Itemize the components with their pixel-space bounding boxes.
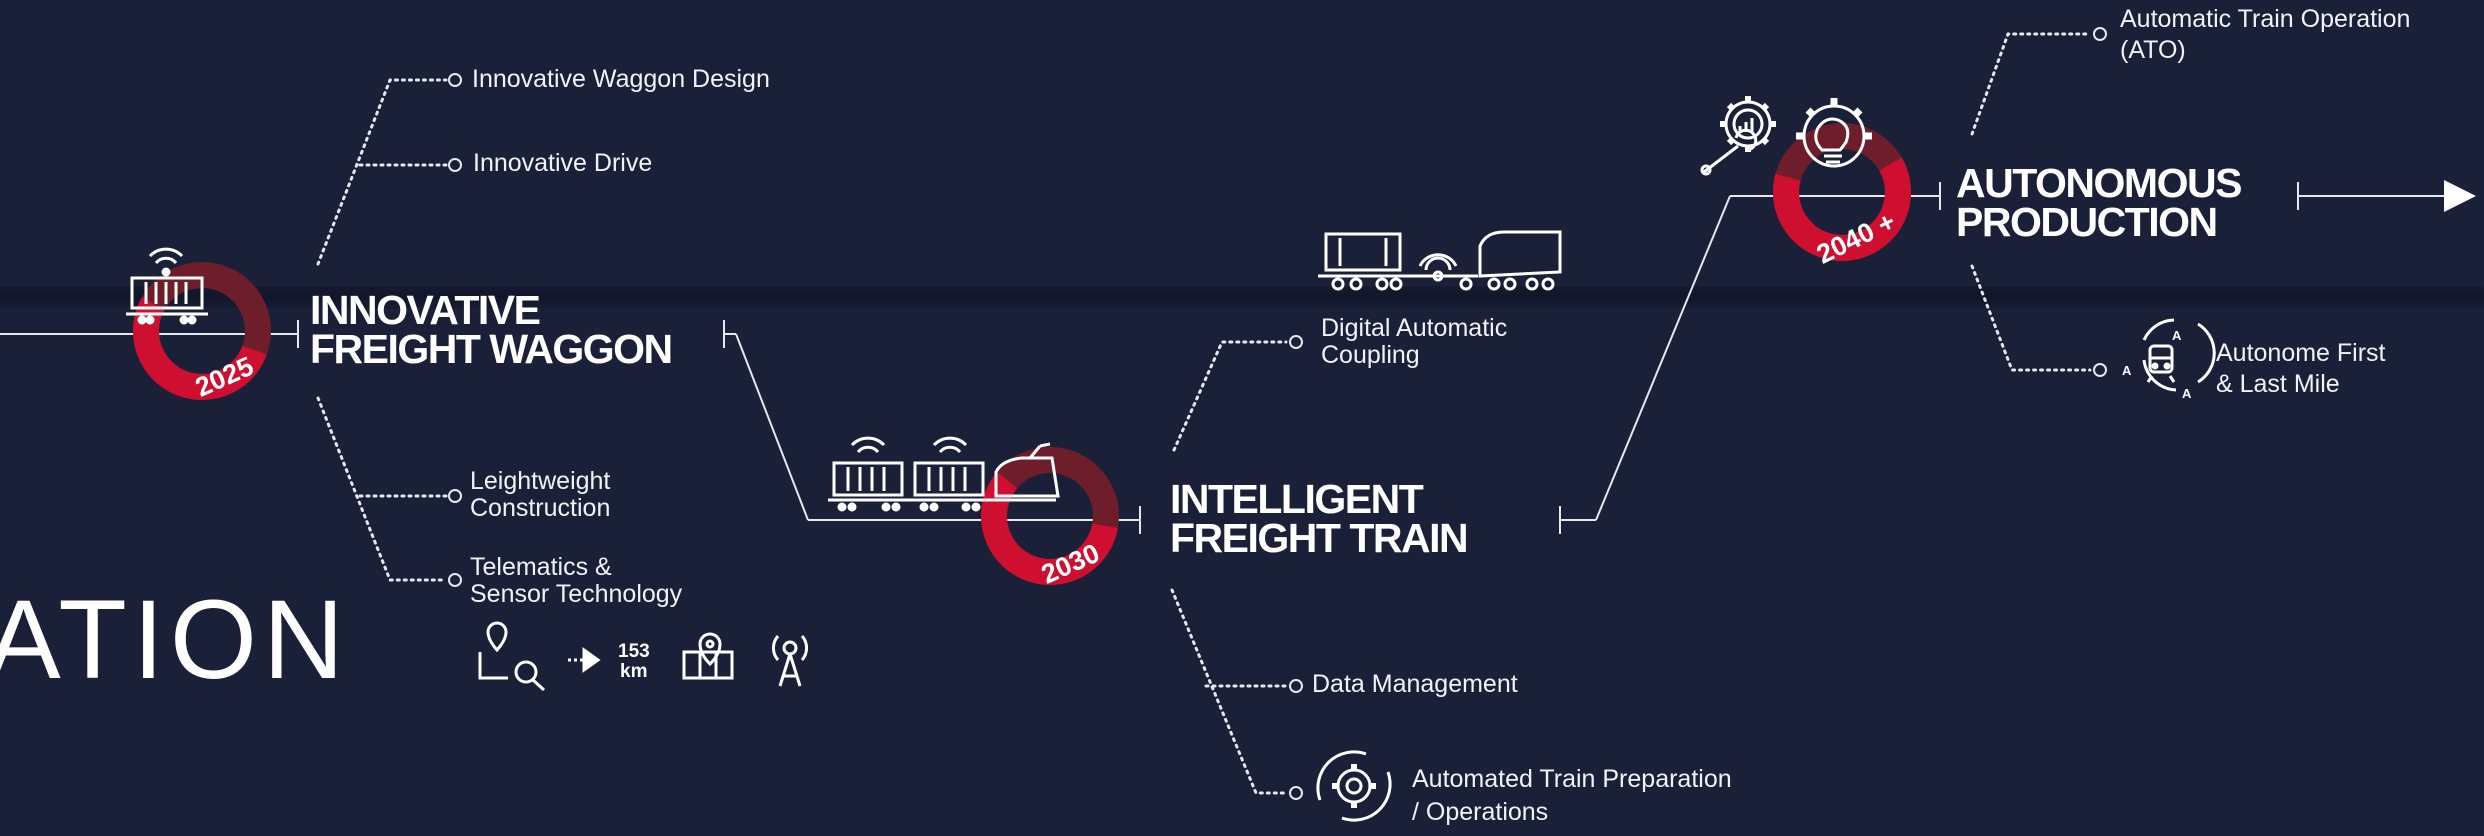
feature-telematics-line2: Sensor Technology — [470, 580, 683, 608]
cycle-letter-a-bottom: A — [2182, 386, 2192, 401]
ring-2040 — [1773, 123, 1911, 261]
feature-data-management: Data Management — [1312, 670, 1518, 698]
distance-unit: km — [620, 661, 648, 682]
autonomous-cycle-icon — [2142, 318, 2216, 392]
feature-coupling-line1: Digital Automatic — [1321, 314, 1508, 342]
feature-mile-line2: & Last Mile — [2216, 370, 2340, 398]
feature-lightweight-line1: Leightweight — [470, 467, 611, 495]
feature-waggon-design: Innovative Waggon Design — [472, 65, 770, 93]
wifi-waggon-icon — [126, 247, 208, 325]
feature-mile-line1: Autonome First — [2216, 339, 2386, 367]
ring-2025 — [133, 262, 271, 400]
feature-preparation-line1: Automated Train Preparation — [1412, 765, 1732, 793]
antenna-icon — [771, 635, 809, 687]
feature-lightweight-line2: Construction — [470, 494, 611, 522]
background-track-band — [0, 286, 2484, 308]
map-search-icon — [478, 621, 546, 692]
feature-preparation-line2: / Operations — [1412, 798, 1549, 826]
stage-2040-title: AUTONOMOUS PRODUCTION — [1956, 160, 2242, 245]
feature-telematics-line1: Telematics & — [470, 553, 612, 581]
feature-first-last-mile: Autonome First & Last Mile — [2216, 340, 2386, 398]
feature-automated-preparation: Automated Train Preparation / Operations — [1412, 766, 1732, 826]
feature-digital-coupling: Digital Automatic Coupling — [1321, 315, 1507, 369]
feature-ato: Automatic Train Operation (ATO) — [2120, 6, 2410, 64]
feature-telematics: Telematics & Sensor Technology — [470, 554, 682, 608]
gear-lightbulb-icon — [1796, 98, 1872, 168]
feature-coupling-line2: Coupling — [1321, 341, 1420, 369]
stage-2030-title: INTELLIGENT FREIGHT TRAIN — [1170, 476, 1469, 561]
stage-2025-title-line2: FREIGHT WAGGON — [310, 326, 673, 372]
coupling-icon — [1318, 230, 1562, 291]
timeline-arrowhead — [2444, 180, 2476, 212]
stage-2030-title-line1: INTELLIGENT — [1170, 476, 1424, 522]
year-2040: 2040 + — [1812, 206, 1900, 269]
stage-2025-title-line1: INNOVATIVE — [310, 287, 541, 333]
cycle-letter-a-left: A — [2122, 363, 2132, 378]
stage-2025-title: INNOVATIVE FREIGHT WAGGON — [310, 287, 673, 372]
ring-2030 — [981, 447, 1119, 585]
feature-lightweight-construction: Leightweight Construction — [470, 468, 610, 522]
feature-innovative-drive: Innovative Drive — [473, 149, 653, 177]
map-pin-icon — [682, 632, 734, 680]
heading-fragment: ATION — [0, 577, 350, 702]
cycle-letter-a-top: A — [2172, 328, 2182, 343]
connected-train-icon — [828, 436, 1060, 512]
stage-2030-title-line2: FREIGHT TRAIN — [1170, 515, 1469, 561]
stage-2040-title-line2: PRODUCTION — [1956, 199, 2218, 245]
feature-ato-line2: (ATO) — [2120, 36, 2186, 64]
feature-ato-line1: Automatic Train Operation — [2120, 5, 2411, 33]
dotted-branches — [316, 32, 2092, 795]
distance-arrow-icon — [568, 647, 601, 673]
distance-value: 153 — [618, 641, 650, 662]
stage-2040-title-line1: AUTONOMOUS — [1956, 160, 2242, 206]
gear-wrench-icon — [1700, 96, 1776, 176]
gear-cycle-icon — [1316, 750, 1392, 822]
branch-end-circles — [448, 27, 2107, 800]
